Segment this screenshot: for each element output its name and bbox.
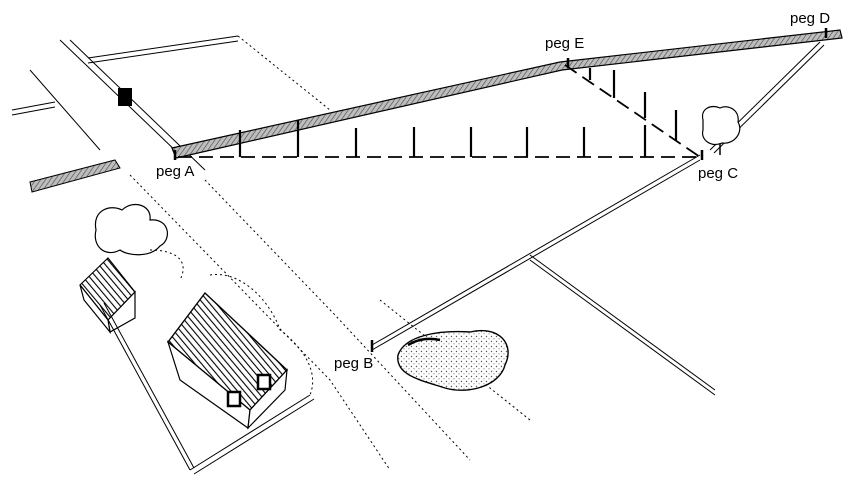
pipe-main: [171, 29, 843, 159]
peg-e-label: peg E: [545, 35, 584, 52]
level-line-a-c: [178, 64, 701, 158]
house-icon: [166, 273, 314, 430]
pipe-left: [29, 159, 121, 193]
road: [29, 39, 531, 471]
measuring-stakes: [238, 68, 678, 157]
peg-d-label: peg D: [790, 10, 830, 27]
fence-house: [99, 302, 315, 475]
fence-upper-left: [11, 35, 331, 156]
trees-left-icon: [94, 203, 184, 281]
peg-markers: [173, 28, 828, 352]
peg-b-label: peg B: [334, 355, 373, 372]
pond-icon: [397, 329, 509, 391]
shed-icon: [79, 257, 136, 335]
peg-c-label: peg C: [698, 165, 738, 182]
window-icon: [226, 390, 242, 408]
window-icon: [256, 373, 272, 391]
tree-icon: [701, 105, 741, 155]
peg-a-label: peg A: [156, 163, 194, 180]
gate-icon: [118, 88, 132, 106]
